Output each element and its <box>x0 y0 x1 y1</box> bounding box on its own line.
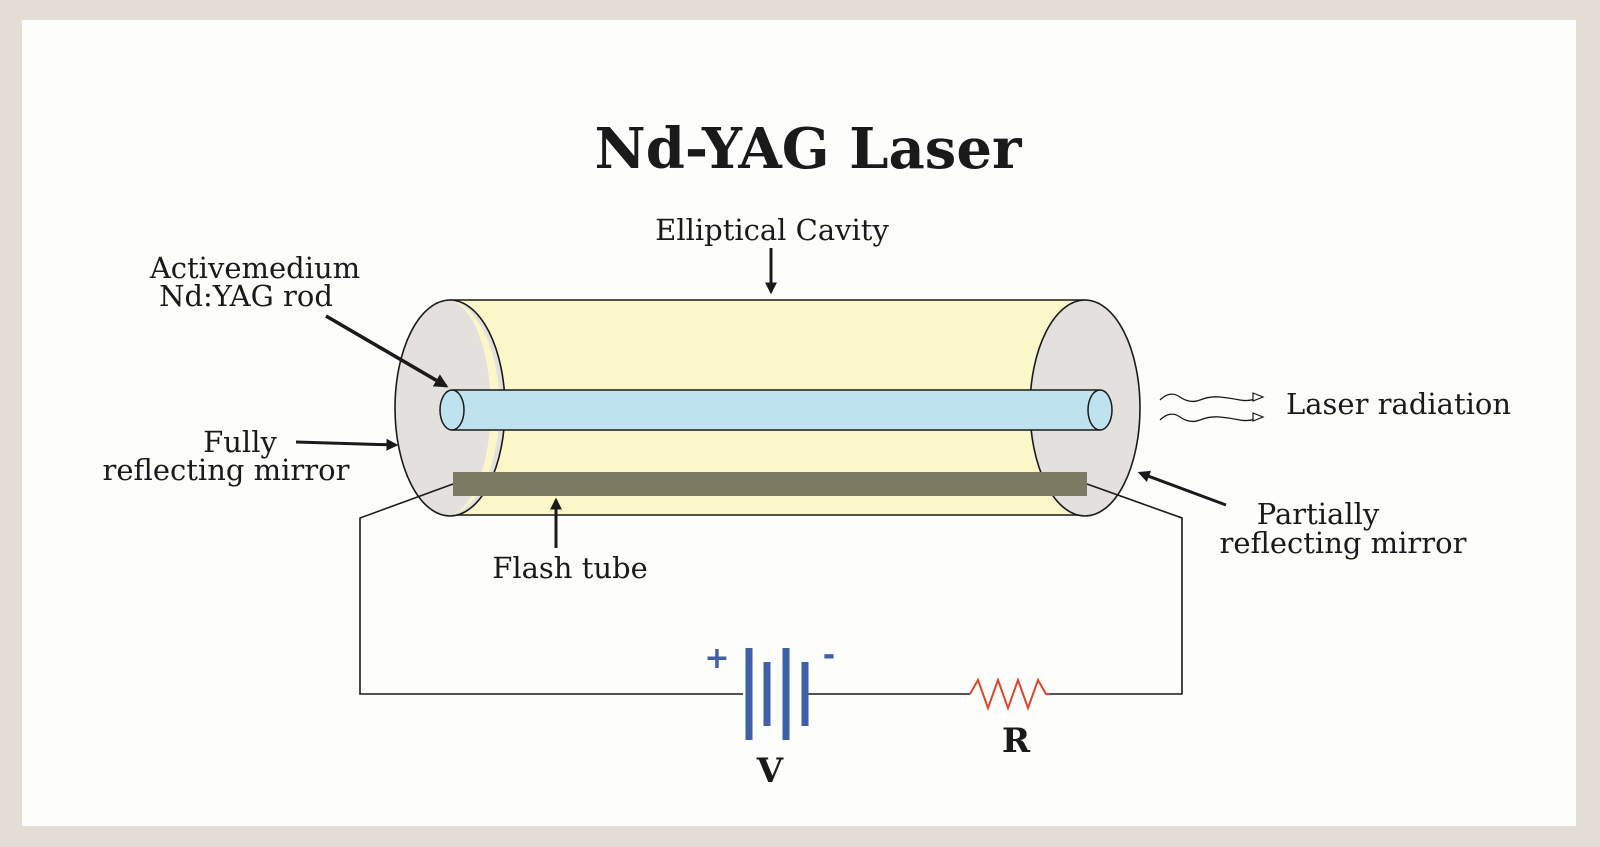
diagram-title: Nd-YAG Laser <box>595 116 1023 182</box>
flash-tube-label: Flash tube <box>492 551 648 585</box>
battery <box>745 648 809 740</box>
fully-reflecting-label-line2: reflecting mirror <box>103 453 350 487</box>
rod-left-end <box>439 389 465 431</box>
voltage-label: V <box>756 751 784 791</box>
circuit-wire-left <box>359 483 743 695</box>
fully-reflecting-arrow <box>295 438 399 451</box>
partially-reflecting-arrow <box>1137 470 1227 507</box>
laser-radiation-waves <box>1159 393 1261 423</box>
elliptical-cavity-label: Elliptical Cavity <box>655 213 889 247</box>
partially-reflecting-label-line1: Partially <box>1257 497 1380 531</box>
wave-arrowhead-top <box>1252 392 1265 402</box>
flash-tube <box>453 472 1087 496</box>
circuit-wire-right <box>1050 483 1183 695</box>
resistor-label: R <box>1002 721 1031 761</box>
active-medium-label-line2: Nd:YAG rod <box>159 279 333 313</box>
battery-plus-sign: + <box>704 641 729 676</box>
wave-arrowhead-bottom <box>1252 412 1265 422</box>
partially-reflecting-label-line2: reflecting mirror <box>1220 526 1467 560</box>
battery-minus-sign: - <box>823 638 835 673</box>
fully-reflecting-label-line1: Fully <box>203 425 277 459</box>
rod-right-end <box>1087 389 1113 431</box>
active-medium-label-line1: Activemedium <box>149 251 360 285</box>
active-medium-arrow <box>325 314 449 388</box>
laser-radiation-label: Laser radiation <box>1286 387 1511 421</box>
resistor <box>969 677 1050 711</box>
cavity-left-inner-edge <box>450 300 500 515</box>
nd-yag-rod <box>452 390 1100 430</box>
